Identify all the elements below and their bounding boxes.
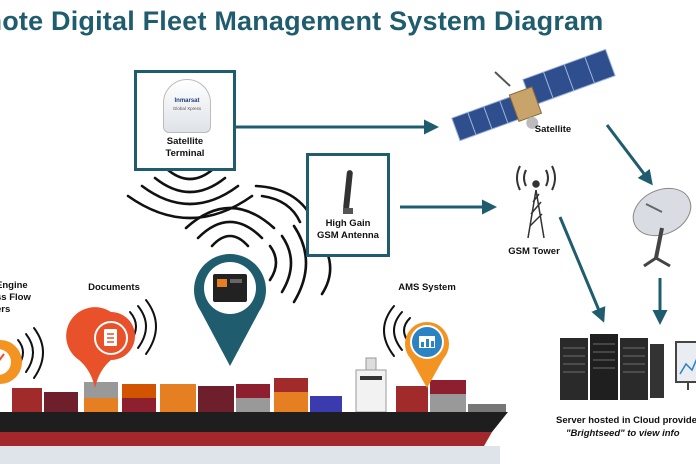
terminal-radome: Inmarsat Global Xpress — [163, 79, 211, 133]
satellite-dish-graphic — [632, 187, 692, 268]
pin-documents — [66, 307, 135, 388]
satellite-label: Satellite — [534, 124, 572, 135]
connection-arrows — [236, 119, 668, 325]
gsm-tower-label: GSM Tower — [508, 246, 560, 257]
antenna-icon — [342, 169, 354, 211]
engine-flow-label: Engine ss Flow ers — [0, 280, 31, 315]
terminal-brand-label: Inmarsat — [174, 98, 200, 104]
terminal-sub-label: Global Xpress — [172, 106, 202, 111]
server-rack-graphic — [560, 334, 696, 400]
page-title: mote Digital Fleet Management System Dia… — [0, 6, 604, 36]
gsm-antenna-box — [306, 153, 390, 257]
documents-label: Documents — [88, 282, 140, 293]
pin-engine — [0, 340, 22, 384]
signal-waves — [17, 168, 411, 379]
arrow-satellite-to-dish — [605, 124, 653, 186]
satellite-graphic — [451, 48, 616, 142]
server-label-line1: Server hosted in Cloud provide — [556, 415, 696, 426]
ams-system-label: AMS System — [398, 282, 456, 293]
gsm-tower-graphic — [516, 165, 556, 239]
pin-device — [194, 254, 266, 366]
arrow-tower-to-server — [558, 216, 606, 323]
server-label-line2: "Brightseed" to view info — [566, 428, 680, 439]
satellite-terminal-label: Satellite Terminal — [165, 136, 205, 159]
satellite-terminal-box: Inmarsat Global Xpress — [134, 70, 236, 171]
pin-ams — [405, 322, 449, 388]
container-ship-graphic — [0, 357, 508, 464]
antenna-base — [343, 208, 353, 214]
gsm-antenna-label: High Gain GSM Antenna — [317, 218, 379, 241]
